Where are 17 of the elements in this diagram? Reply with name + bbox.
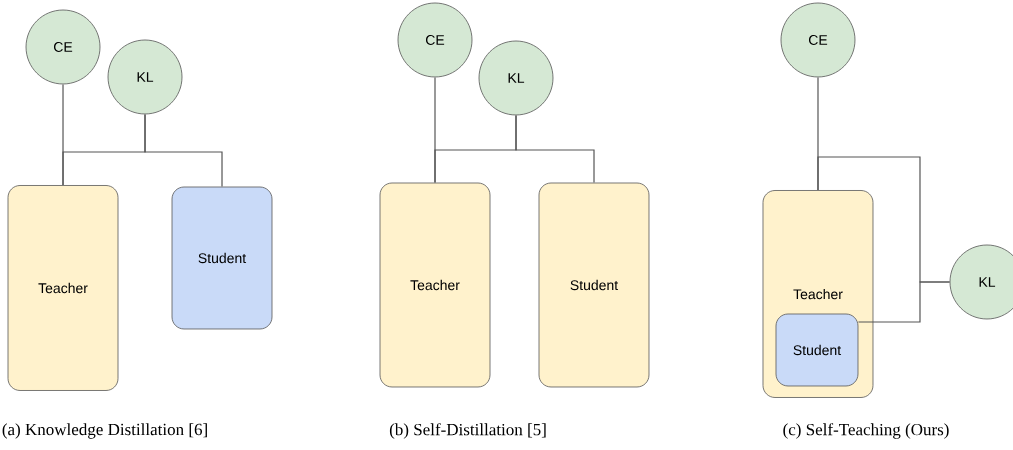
rounded-box: Teacher — [379, 182, 491, 388]
circle-node: CE — [780, 2, 856, 78]
circle-node: KL — [949, 244, 1013, 320]
rounded-box: Teacher — [7, 185, 119, 391]
caption: (c) Self-Teaching (Ours) — [783, 423, 949, 439]
caption: (b) Self-Distillation [5] — [389, 423, 546, 439]
connector-line — [144, 113, 223, 188]
circle-node: KL — [478, 40, 554, 116]
rounded-box: Student — [171, 186, 273, 330]
circle-node: CE — [25, 9, 101, 85]
circle-node: KL — [107, 39, 183, 115]
caption: (a) Knowledge Distillation [6] — [2, 423, 207, 439]
rounded-box: Student — [538, 182, 650, 388]
rounded-box: Student — [775, 313, 859, 387]
circle-node: CE — [397, 2, 473, 78]
connector-line — [515, 114, 595, 184]
connector-line — [857, 281, 951, 323]
